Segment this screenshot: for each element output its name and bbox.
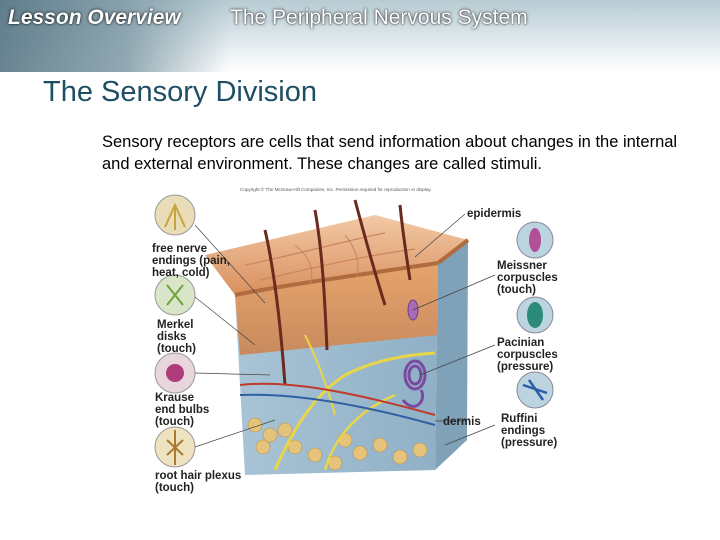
slide-title: The Sensory Division: [43, 76, 317, 108]
left-labels: free nerve endings (pain, heat, cold) Me…: [152, 243, 244, 494]
label-epidermis: epidermis: [467, 208, 521, 220]
label-pacinian-corpuscles: Pacinian corpuscles (pressure): [497, 337, 561, 373]
right-labels: epidermis Meissner corpuscles (touch) Pa…: [443, 208, 561, 449]
label-free-nerve-endings: free nerve endings (pain, heat, cold): [152, 243, 233, 279]
lesson-overview-label: Lesson Overview: [8, 6, 181, 29]
skin-diagram: Copyright © The McGraw-Hill Companies, I…: [152, 186, 561, 494]
chapter-title: The Peripheral Nervous System: [230, 6, 528, 29]
leader-lines: [194, 213, 496, 448]
copyright-note: Copyright © The McGraw-Hill Companies, I…: [240, 186, 432, 192]
skin-receptors-figure: Copyright © The McGraw-Hill Companies, I…: [145, 185, 570, 500]
label-merkel-disks: Merkel disks (touch): [157, 319, 197, 355]
label-ruffini-endings: Ruffini endings (pressure): [501, 413, 557, 449]
header-photo: [0, 0, 230, 72]
header-banner: Lesson Overview The Peripheral Nervous S…: [0, 0, 720, 72]
left-receptor-icons: [154, 194, 196, 468]
skin-block: [205, 199, 470, 475]
receptor-icons: [516, 221, 554, 409]
label-krause-end-bulbs: Krause end bulbs (touch): [155, 392, 213, 428]
label-dermis: dermis: [443, 416, 481, 428]
label-meissner-corpuscles: Meissner corpuscles (touch): [497, 260, 561, 296]
label-root-hair-plexus: root hair plexus (touch): [155, 470, 244, 494]
body-paragraph: Sensory receptors are cells that send in…: [102, 133, 678, 173]
